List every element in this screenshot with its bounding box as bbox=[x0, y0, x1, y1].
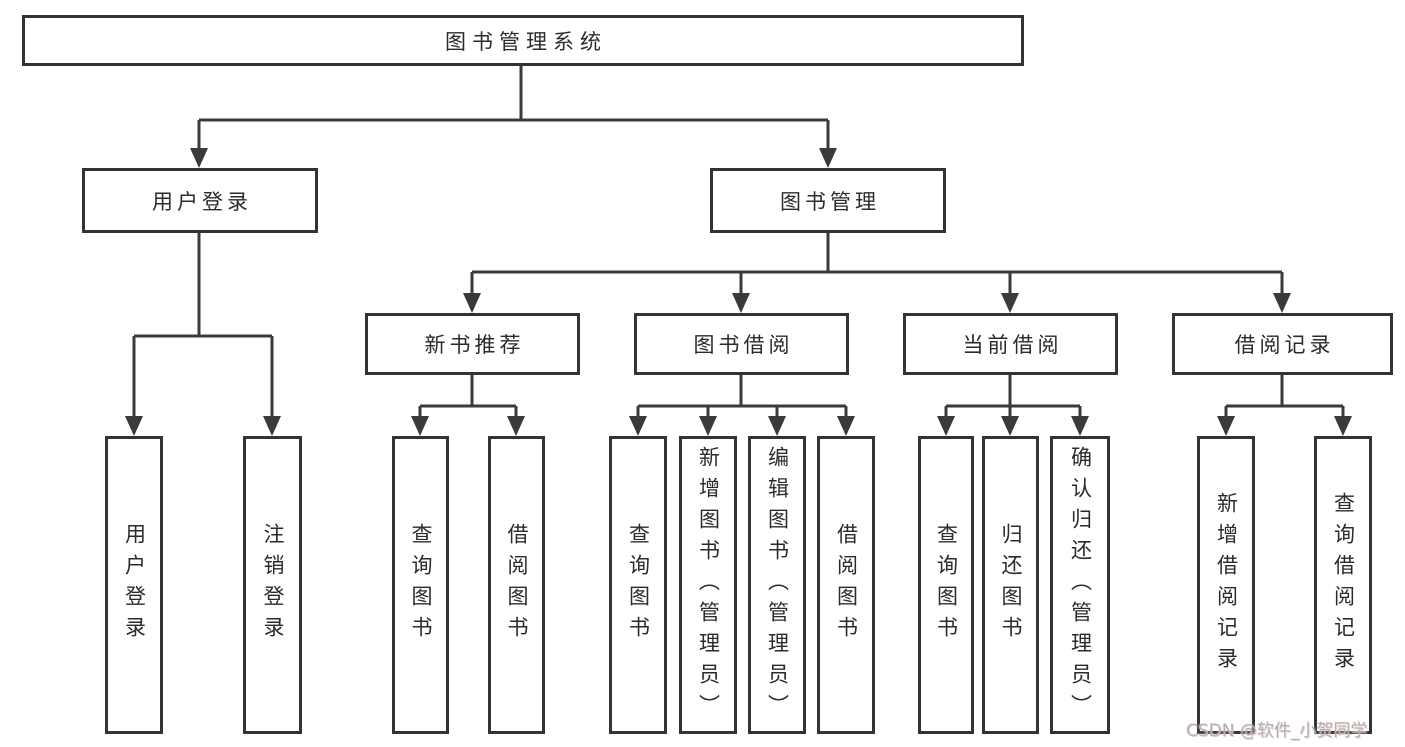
leaf-borrow-books: 借阅图书 bbox=[817, 436, 875, 734]
node-new-book-recommend-label: 新书推荐 bbox=[424, 333, 525, 357]
leaf-edit-books-admin: 编辑图书（管理员） bbox=[748, 436, 806, 734]
leaf-borrow-query-books-label: 查询图书 bbox=[626, 523, 651, 647]
node-book-borrow-label: 图书借阅 bbox=[693, 333, 794, 357]
leaf-edit-books-admin-label: 编辑图书（管理员） bbox=[765, 445, 790, 725]
leaf-logout-login-label: 注销登录 bbox=[261, 523, 285, 647]
leaf-logout-login: 注销登录 bbox=[243, 436, 302, 734]
leaf-borrow-query-books: 查询图书 bbox=[609, 436, 667, 734]
node-root-system: 图书管理系统 bbox=[22, 15, 1024, 66]
connector-book-borrow-children bbox=[629, 375, 855, 436]
connector-current-borrow-children bbox=[937, 375, 1089, 436]
node-new-book-recommend: 新书推荐 bbox=[365, 313, 580, 375]
csdn-watermark: CSDN @软件_小贺同学 bbox=[1186, 721, 1368, 741]
leaf-add-borrow-record: 新增借阅记录 bbox=[1197, 436, 1255, 734]
leaf-add-books-admin-label: 新增图书（管理员） bbox=[696, 445, 721, 725]
leaf-confirm-return-admin: 确认归还（管理员） bbox=[1050, 436, 1110, 734]
node-book-borrow: 图书借阅 bbox=[634, 313, 849, 375]
node-root-system-label: 图书管理系统 bbox=[445, 29, 607, 54]
node-user-login: 用户登录 bbox=[82, 168, 318, 233]
leaf-query-borrow-record: 查询借阅记录 bbox=[1314, 436, 1372, 734]
node-book-management-label: 图书管理 bbox=[780, 189, 880, 214]
leaf-confirm-return-admin-label: 确认归还（管理员） bbox=[1068, 445, 1093, 725]
leaf-recommend-borrow-books-label: 借阅图书 bbox=[505, 523, 529, 647]
leaf-add-borrow-record-label: 新增借阅记录 bbox=[1214, 492, 1239, 678]
node-borrow-records: 借阅记录 bbox=[1172, 313, 1393, 375]
connector-root-to-level2 bbox=[190, 66, 837, 168]
leaf-recommend-borrow-books: 借阅图书 bbox=[488, 436, 545, 734]
node-book-management: 图书管理 bbox=[710, 168, 946, 233]
leaf-return-books-label: 归还图书 bbox=[999, 523, 1023, 647]
connector-book-management-children bbox=[463, 233, 1291, 313]
leaf-current-query-books-label: 查询图书 bbox=[934, 523, 959, 647]
leaf-return-books: 归还图书 bbox=[982, 436, 1039, 734]
leaf-query-borrow-record-label: 查询借阅记录 bbox=[1331, 492, 1356, 678]
leaf-current-query-books: 查询图书 bbox=[918, 436, 974, 734]
leaf-user-login-label: 用户登录 bbox=[122, 523, 147, 647]
leaf-user-login: 用户登录 bbox=[105, 436, 163, 734]
connector-borrow-records-children bbox=[1217, 375, 1352, 436]
leaf-borrow-books-label: 借阅图书 bbox=[834, 523, 859, 647]
node-current-borrow: 当前借阅 bbox=[903, 313, 1118, 375]
node-user-login-label: 用户登录 bbox=[152, 189, 252, 214]
connector-user-login-children bbox=[125, 233, 281, 436]
leaf-recommend-query-books: 查询图书 bbox=[392, 436, 449, 734]
connector-new-book-recommend-children bbox=[411, 375, 525, 436]
leaf-add-books-admin: 新增图书（管理员） bbox=[679, 436, 737, 734]
node-borrow-records-label: 借阅记录 bbox=[1234, 333, 1335, 357]
leaf-recommend-query-books-label: 查询图书 bbox=[409, 523, 433, 647]
node-current-borrow-label: 当前借阅 bbox=[962, 333, 1063, 357]
